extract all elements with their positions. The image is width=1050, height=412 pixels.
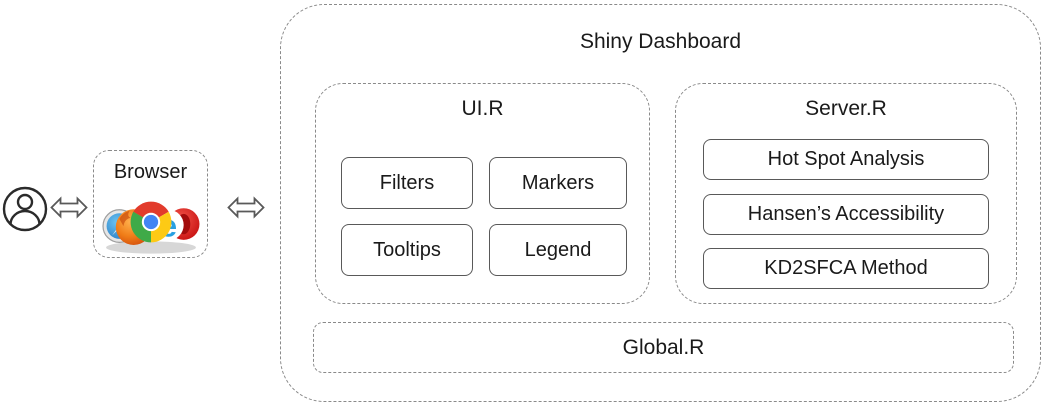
global-r-bar: Global.R (313, 322, 1014, 373)
double-arrow-icon (50, 196, 88, 219)
chrome-logo (130, 201, 171, 243)
ui-components-grid: Filters Markers Tooltips Legend (341, 157, 627, 276)
shiny-dashboard-title: Shiny Dashboard (579, 30, 742, 53)
node-hansens-accessibility: Hansen’s Accessibility (703, 194, 989, 235)
node-filters: Filters (341, 157, 473, 209)
ui-r-title: UI.R (461, 97, 504, 120)
person-icon (2, 186, 48, 232)
node-kd2sfca-method: KD2SFCA Method (703, 248, 989, 289)
double-arrow-icon (227, 196, 265, 219)
browser-logos-icon: e (101, 201, 199, 254)
browser-box: Browser (93, 150, 208, 258)
node-hot-spot-analysis: Hot Spot Analysis (703, 139, 989, 180)
ui-r-box: UI.R Filters Markers Tooltips Legend (315, 83, 650, 304)
server-r-title: Server.R (805, 97, 887, 120)
server-r-box: Server.R Hot Spot Analysis Hansen’s Acce… (675, 83, 1017, 304)
shiny-dashboard-box: Shiny Dashboard UI.R Filters Markers Too… (280, 4, 1041, 402)
node-markers: Markers (489, 157, 627, 209)
global-r-title: Global.R (622, 335, 705, 359)
node-tooltips: Tooltips (341, 224, 473, 276)
node-legend: Legend (489, 224, 627, 276)
browser-title: Browser (113, 161, 188, 183)
